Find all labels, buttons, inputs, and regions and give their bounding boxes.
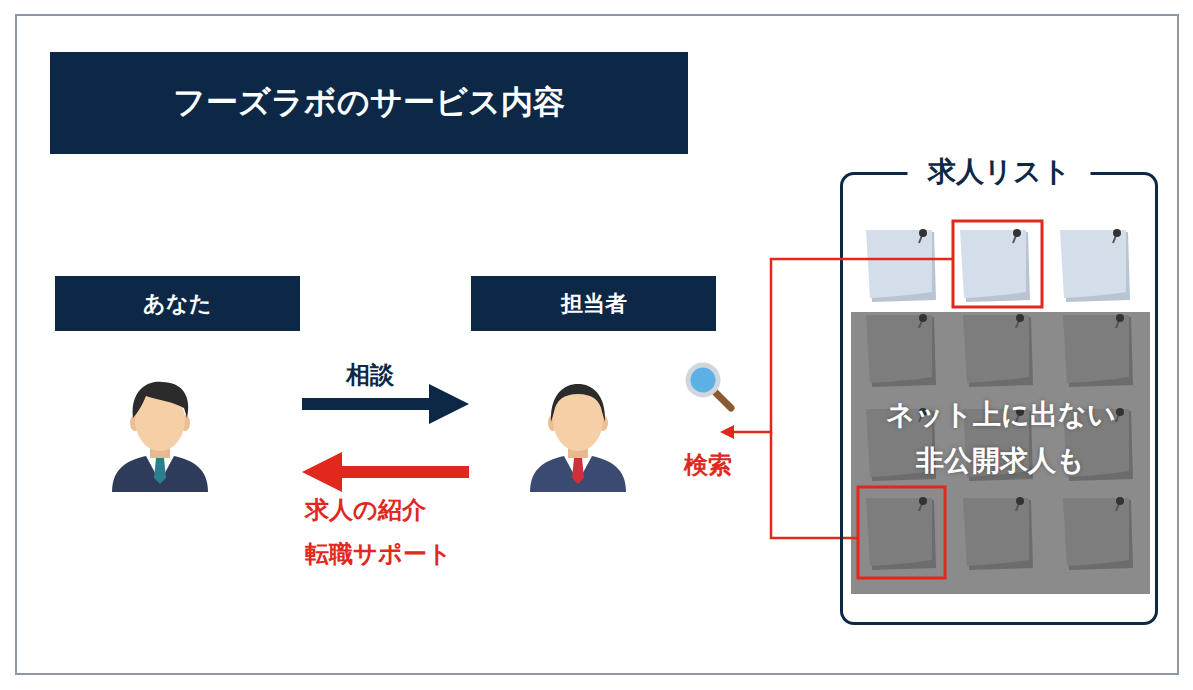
job-note bbox=[1063, 497, 1133, 570]
agent-person-icon bbox=[530, 384, 626, 492]
job-note-part bbox=[1016, 314, 1024, 322]
edge-label: 検索 bbox=[684, 448, 732, 482]
person-box: あなた bbox=[55, 276, 300, 500]
job-note bbox=[1060, 229, 1130, 302]
job-note-part bbox=[1063, 498, 1129, 566]
edge-label: 求人の紹介 転職サポート bbox=[305, 488, 495, 576]
job-list-box: 求人リストネット上に出ない 非公開求人も bbox=[840, 172, 1158, 625]
agent-person-icon-part bbox=[572, 458, 584, 484]
job-note-part bbox=[963, 315, 1029, 383]
job-note-part bbox=[1060, 230, 1126, 298]
search-bracket bbox=[840, 258, 953, 261]
person-box: 担当者 bbox=[471, 276, 716, 500]
job-note-part bbox=[866, 315, 932, 383]
list-heading: 求人リスト bbox=[908, 153, 1091, 191]
role-label: 担当者 bbox=[471, 276, 716, 331]
search-bracket bbox=[771, 432, 851, 538]
job-note-part bbox=[963, 498, 1029, 566]
job-note bbox=[866, 314, 936, 387]
job-note bbox=[963, 497, 1033, 570]
hidden-jobs-region: ネット上に出ない 非公開求人も bbox=[851, 312, 1150, 594]
job-note bbox=[866, 497, 936, 570]
job-note-part bbox=[866, 230, 932, 298]
job-note-part bbox=[1116, 497, 1124, 505]
title-band: フーズラボのサービス内容 bbox=[50, 52, 688, 154]
job-note-part bbox=[866, 498, 932, 566]
magnifier-icon-part bbox=[688, 365, 718, 395]
job-note-part bbox=[1116, 314, 1124, 322]
outer-frame bbox=[16, 15, 1178, 674]
job-note-part bbox=[1063, 315, 1129, 383]
agent-person-icon-part bbox=[551, 384, 605, 422]
role-label: あなた bbox=[55, 276, 300, 331]
job-note bbox=[1063, 314, 1133, 387]
client-person-icon-part bbox=[133, 382, 189, 418]
job-note bbox=[963, 314, 1033, 387]
client-person-icon bbox=[112, 382, 208, 492]
job-note-part bbox=[919, 314, 927, 322]
job-note-part bbox=[1116, 408, 1124, 416]
flow-arrow bbox=[342, 466, 469, 478]
magnifier-icon-part bbox=[714, 391, 731, 408]
job-note-part bbox=[1113, 229, 1121, 237]
flow-arrow bbox=[734, 259, 840, 432]
highlight-frame bbox=[953, 221, 1042, 307]
job-note-part bbox=[1013, 229, 1021, 237]
magnifier-icon bbox=[688, 365, 731, 408]
client-person-icon-part bbox=[112, 456, 208, 492]
job-note-part bbox=[1016, 497, 1024, 505]
job-note bbox=[960, 229, 1030, 302]
flow-arrow bbox=[302, 398, 429, 410]
region-text: ネット上に出ない 非公開求人も bbox=[881, 392, 1121, 484]
job-note-part bbox=[960, 230, 1026, 298]
agent-person-icon-part bbox=[530, 456, 626, 492]
highlight-frame bbox=[858, 487, 945, 578]
client-person-icon-part bbox=[154, 458, 166, 484]
job-note-part bbox=[919, 229, 927, 237]
job-note-part bbox=[919, 497, 927, 505]
edge-label: 相談 bbox=[346, 358, 394, 392]
title-text: フーズラボのサービス内容 bbox=[173, 81, 565, 125]
job-note bbox=[866, 229, 936, 302]
